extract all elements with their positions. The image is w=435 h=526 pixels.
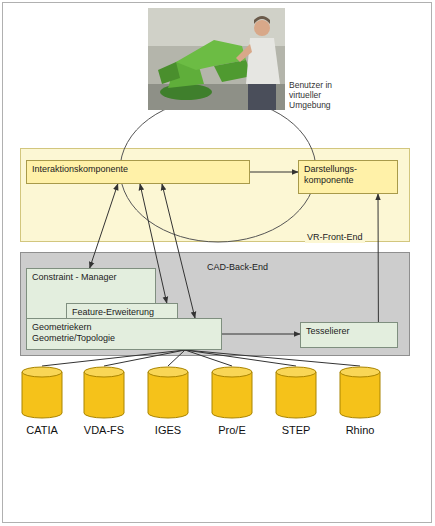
label-holder: Benutzer in virtueller Umgebung (289, 80, 345, 110)
database-name: Rhino (337, 424, 383, 437)
figure-frame (3, 3, 432, 523)
component-box: Tesselierer (300, 322, 398, 348)
person-hair (254, 16, 270, 24)
component-name: Feature-Erweiterung (72, 307, 172, 318)
band-title: CAD-Back-End (205, 262, 270, 273)
cylinder-body (22, 372, 62, 418)
cylinder-body (148, 372, 188, 418)
database: VDA-FS (81, 366, 127, 440)
database-name: CATIA (19, 424, 65, 437)
person-arm (236, 44, 252, 62)
database: Pro/E (209, 366, 255, 440)
database: CATIA (19, 366, 65, 440)
robot-base (160, 84, 212, 100)
robot-arm (214, 60, 252, 82)
component-name: Interaktionskomponente (32, 164, 244, 175)
cylinder-top (340, 367, 380, 377)
photo-ground (148, 8, 285, 110)
database-name: VDA-FS (81, 424, 127, 437)
vr-photo (148, 8, 285, 110)
database-symbol (145, 366, 191, 420)
robot-arm (158, 62, 180, 84)
database-name: Pro/E (209, 424, 255, 437)
cylinder-top (22, 367, 62, 377)
cylinder-top (212, 367, 252, 377)
component-name: Tesselierer (306, 326, 392, 337)
database-symbol (19, 366, 65, 420)
person-head (254, 20, 270, 36)
database-symbol (273, 366, 319, 420)
cylinder-top (148, 367, 188, 377)
person-legs (248, 84, 276, 110)
connector (250, 172, 298, 173)
component-name: Geometriekern Geometrie/Topologie (32, 322, 132, 344)
front-end-band: VR-Front-End Interaktionskomponente Darste… (20, 148, 410, 242)
cylinder-top (84, 367, 124, 377)
component-box: Darstellungs- komponente (298, 160, 398, 194)
person-shirt (246, 38, 280, 84)
component-box: Geometriekern Geometrie/Topologie (26, 318, 222, 350)
component-box: Interaktionskomponente (26, 160, 250, 184)
photo-caption: Benutzer in virtueller Umgebung (289, 80, 345, 110)
database-symbol (337, 366, 383, 420)
cylinder-body (212, 372, 252, 418)
database: STEP (273, 366, 319, 440)
back-end-band: CAD-Back-EndConstraint - ManagerFeature-… (20, 252, 410, 356)
database: Rhino (337, 366, 383, 440)
component-name: Constraint - Manager (32, 272, 150, 283)
cylinder-body (84, 372, 124, 418)
band-title: VR-Front-End (305, 232, 365, 243)
connector (222, 334, 300, 335)
cylinder-body (340, 372, 380, 418)
cylinder-top (276, 367, 316, 377)
database: IGES (145, 366, 191, 440)
cylinder-body (276, 372, 316, 418)
database-name: IGES (145, 424, 191, 437)
database-symbol (81, 366, 127, 420)
database-name: STEP (273, 424, 319, 437)
component-name: Darstellungs- komponente (304, 164, 392, 186)
database-symbol (209, 366, 255, 420)
